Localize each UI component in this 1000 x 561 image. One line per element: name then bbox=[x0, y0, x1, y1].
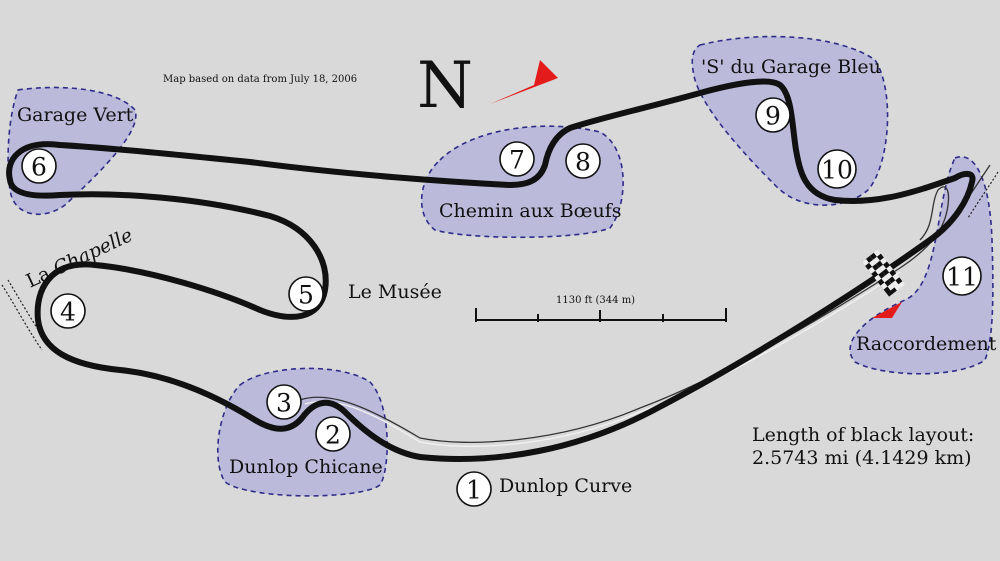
label-raccordement: Raccordement bbox=[856, 333, 997, 355]
turn-10-number: 10 bbox=[821, 156, 853, 185]
label-le-musee: Le Musée bbox=[348, 281, 442, 303]
turn-7-marker: 7 bbox=[499, 141, 535, 177]
turn-4-marker: 4 bbox=[50, 293, 86, 329]
turn-11-number: 11 bbox=[946, 263, 978, 292]
label-s-du-garage-bleu: 'S' du Garage Bleu bbox=[701, 56, 881, 78]
label-garage-vert: Garage Vert bbox=[17, 104, 134, 126]
track-bypass bbox=[299, 186, 950, 443]
label-dunlop-chicane: Dunlop Chicane bbox=[229, 456, 383, 478]
track-main bbox=[6, 78, 976, 462]
turn-2-number: 2 bbox=[325, 421, 341, 450]
zone-dunlop-chicane bbox=[217, 367, 388, 497]
turn-3-number: 3 bbox=[276, 389, 292, 418]
start-finish-flag bbox=[862, 249, 905, 297]
turn-3-marker: 3 bbox=[266, 384, 302, 420]
track-extension bbox=[1, 284, 43, 351]
turn-1-number: 1 bbox=[466, 476, 482, 505]
turn-5-marker: 5 bbox=[288, 276, 324, 312]
track-bypass-inner bbox=[304, 271, 901, 447]
length-value: 2.5743 mi (4.1429 km) bbox=[752, 447, 972, 469]
turn-6-number: 6 bbox=[31, 153, 47, 182]
turn-10-marker: 10 bbox=[817, 149, 857, 189]
label-dunlop-curve: Dunlop Curve bbox=[499, 475, 632, 497]
turn-2-marker: 2 bbox=[315, 416, 351, 452]
turn-5-number: 5 bbox=[298, 281, 314, 310]
turn-4-number: 4 bbox=[60, 298, 76, 327]
track-bypass-outer-2 bbox=[967, 171, 999, 219]
length-title: Length of black layout: bbox=[752, 424, 974, 446]
turn-9-marker: 9 bbox=[755, 97, 791, 133]
turn-8-marker: 8 bbox=[565, 143, 601, 179]
label-la-chapelle: La Chapelle bbox=[23, 224, 136, 292]
turn-11-marker: 11 bbox=[942, 256, 982, 296]
north-arrow-icon bbox=[490, 60, 558, 104]
north-label: N bbox=[417, 49, 473, 123]
turn-7-number: 7 bbox=[509, 146, 525, 175]
source-note: Map based on data from July 18, 2006 bbox=[163, 74, 357, 85]
scale-bar bbox=[475, 308, 727, 322]
scale-label: 1130 ft (344 m) bbox=[556, 295, 635, 306]
turn-6-marker: 6 bbox=[21, 148, 57, 184]
turn-1-marker: 1 bbox=[456, 471, 492, 507]
turn-8-number: 8 bbox=[575, 148, 591, 177]
turn-9-number: 9 bbox=[765, 102, 781, 131]
label-chemin-aux-boeufs: Chemin aux Bœufs bbox=[439, 200, 621, 222]
direction-arrow bbox=[872, 302, 902, 318]
